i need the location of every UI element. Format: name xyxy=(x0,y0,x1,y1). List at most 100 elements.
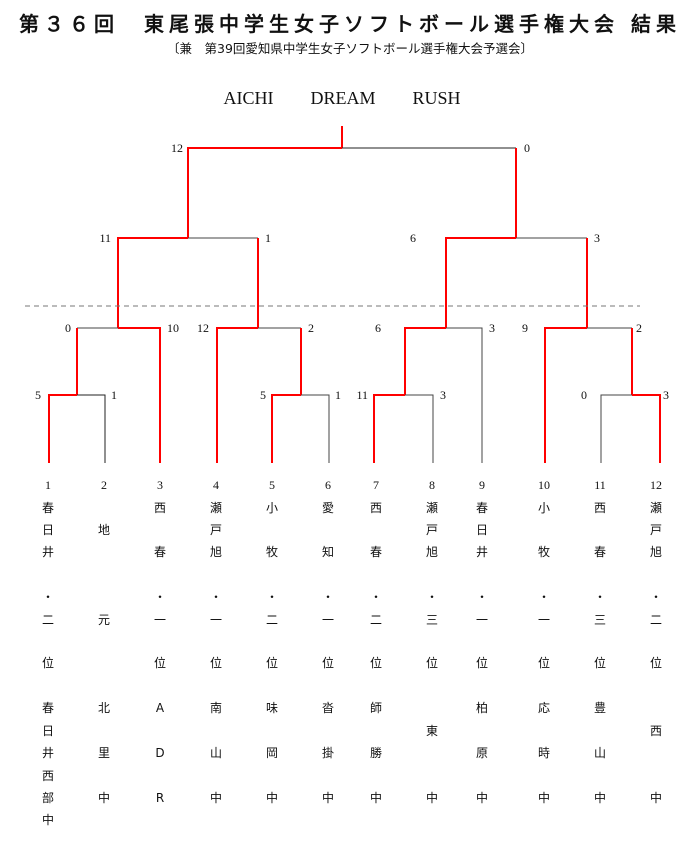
final-left-line xyxy=(187,147,342,238)
r2-c-loser-line xyxy=(446,327,483,463)
score-final-right: 0 xyxy=(524,141,530,155)
team-separator: ・ xyxy=(153,590,166,604)
team-number: 11 xyxy=(594,478,606,492)
team-number: 4 xyxy=(213,478,219,492)
score-r2-a-right: 10 xyxy=(167,321,179,335)
score-semi-left-a: 11 xyxy=(99,231,111,245)
team-number: 2 xyxy=(101,478,107,492)
team-school-char: 掛 xyxy=(321,746,334,760)
team-rank-suffix: 位 xyxy=(649,656,662,670)
team-region-char: 牧 xyxy=(265,545,278,559)
team-school-char: 中 xyxy=(265,791,278,805)
team-region-char: 春 xyxy=(153,545,166,559)
team-school-char: 北 xyxy=(97,701,110,715)
team-school-char: 中 xyxy=(209,791,222,805)
team-school-char: 中 xyxy=(475,791,488,805)
score-r1-a-left: 5 xyxy=(35,388,41,402)
team-school-char: 豊 xyxy=(593,701,606,715)
team-region-char: 春 xyxy=(369,545,382,559)
score-r1-c-left: 11 xyxy=(356,388,368,402)
team-region-char: 井 xyxy=(475,545,488,559)
team-school-char: 中 xyxy=(425,791,438,805)
team-school-char: 中 xyxy=(97,791,110,805)
team-region-char: 瀬 xyxy=(649,501,662,515)
score-semi-left-b: 1 xyxy=(265,231,271,245)
team-separator: ・ xyxy=(537,590,550,604)
score-r1-d-right: 3 xyxy=(663,388,669,402)
team-school-char: 応 xyxy=(537,701,550,715)
r2-b-winner-line xyxy=(216,327,258,463)
score-semi-right-b: 3 xyxy=(594,231,600,245)
team-region-char: 西 xyxy=(153,501,166,515)
team-school-char: 中 xyxy=(41,813,54,827)
team-rank-suffix: 位 xyxy=(537,656,550,670)
team-school-char: 師 xyxy=(369,701,382,715)
team-school-char: 中 xyxy=(369,791,382,805)
team-school-char: 里 xyxy=(97,746,110,760)
team-school-char: 南 xyxy=(209,701,222,715)
team-rank: 三 xyxy=(425,613,438,627)
r1-c-loser-line xyxy=(405,394,434,463)
team-rank-suffix: 位 xyxy=(369,656,382,670)
team-separator: ・ xyxy=(369,590,382,604)
team-separator: ・ xyxy=(649,590,662,604)
score-r2-c-right: 3 xyxy=(489,321,495,335)
team-rank: 二 xyxy=(265,613,278,627)
score-r2-a-left: 0 xyxy=(65,321,71,335)
team-rank: 一 xyxy=(209,613,222,627)
r1-b-winner-line xyxy=(271,394,301,463)
team-school-char: 山 xyxy=(593,746,606,760)
team-school-char: 味 xyxy=(265,701,278,715)
team-school-char: 沓 xyxy=(321,701,334,715)
team-rank: 元 xyxy=(97,613,110,627)
score-r1-d-left: 0 xyxy=(581,388,587,402)
team-region-char: 瀬 xyxy=(425,501,438,515)
score-final-left: 12 xyxy=(171,141,183,155)
team-region-char: 地 xyxy=(97,523,110,537)
score-r2-b-left: 12 xyxy=(197,321,209,335)
team-school-char: 時 xyxy=(537,746,550,760)
team-separator: ・ xyxy=(321,590,334,604)
team-rank: 三 xyxy=(593,613,606,627)
team-school-char: 東 xyxy=(425,724,438,738)
champion-name: AICHI DREAM RUSH xyxy=(223,88,461,108)
team-number: 7 xyxy=(373,478,379,492)
team-separator: ・ xyxy=(265,590,278,604)
r1-b-loser-line xyxy=(301,394,330,463)
team-school-char: 原 xyxy=(475,746,488,760)
team-region-char: 旭 xyxy=(209,545,222,559)
team-separator: ・ xyxy=(41,590,54,604)
team-rank-suffix: 位 xyxy=(425,656,438,670)
team-region-char: 小 xyxy=(265,501,278,515)
team-region-char: 愛 xyxy=(321,501,334,515)
r1-d-winner-line xyxy=(632,394,661,463)
team-number: 10 xyxy=(538,478,550,492)
team-school-char: A xyxy=(155,701,165,715)
team-separator: ・ xyxy=(209,590,222,604)
r2-c-winner-line xyxy=(404,327,446,395)
team-school-char: 柏 xyxy=(475,701,488,715)
team-school-char: R xyxy=(155,791,165,805)
team-rank: 二 xyxy=(41,613,54,627)
team-school-char: D xyxy=(155,746,165,760)
score-r1-b-left: 5 xyxy=(260,388,266,402)
team-school-char: 山 xyxy=(209,746,222,760)
team-rank-suffix: 位 xyxy=(593,656,606,670)
score-r1-a-right: 1 xyxy=(111,388,117,402)
team-region-char: 日 xyxy=(475,523,488,537)
r1-a-loser-line xyxy=(77,394,106,463)
team-number: 5 xyxy=(269,478,275,492)
semi-left-winner-line xyxy=(117,237,188,328)
team-number: 12 xyxy=(650,478,662,492)
score-r1-c-right: 3 xyxy=(440,388,446,402)
score-r1-b-right: 1 xyxy=(335,388,341,402)
team-number: 9 xyxy=(479,478,485,492)
team-number: 1 xyxy=(45,478,51,492)
team-rank-suffix: 位 xyxy=(475,656,488,670)
team-separator: ・ xyxy=(425,590,438,604)
team-rank: 二 xyxy=(369,613,382,627)
team-school-char: 中 xyxy=(321,791,334,805)
team-region-char: 瀬 xyxy=(209,501,222,515)
team-separator: ・ xyxy=(475,590,488,604)
